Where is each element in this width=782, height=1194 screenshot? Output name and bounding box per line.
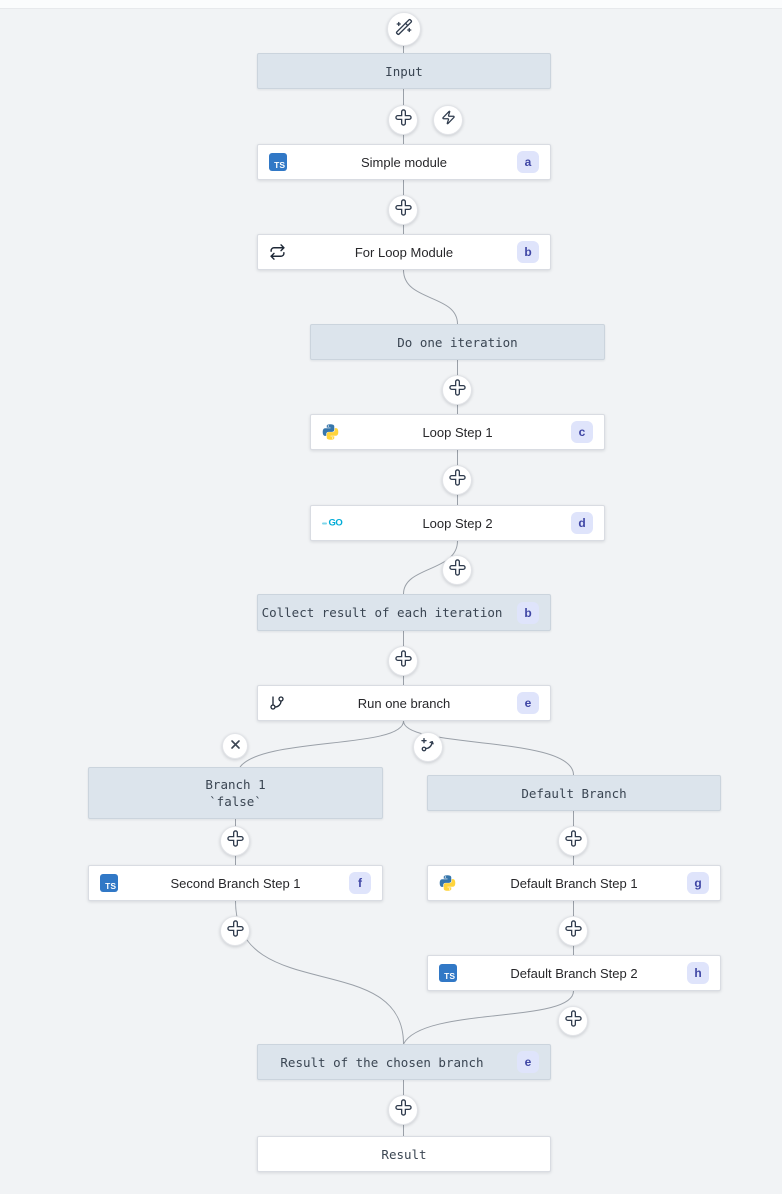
plus-icon — [394, 109, 412, 131]
plus-icon — [448, 559, 466, 581]
typescript-icon: TS — [100, 874, 118, 892]
step-id-badge: e — [517, 692, 539, 714]
node-label: Result of the chosen branch — [280, 1054, 484, 1070]
node-label: Second Branch Step 1 — [170, 875, 301, 891]
add-step-button[interactable] — [442, 465, 472, 495]
step-id-badge: b — [517, 241, 539, 263]
node-label: Loop Step 2 — [422, 515, 493, 531]
node-collect-result[interactable]: Collect result of each iteration b — [257, 594, 551, 631]
node-label: Result — [381, 1146, 427, 1162]
add-step-button[interactable] — [220, 916, 250, 946]
remove-branch-button[interactable] — [222, 733, 248, 759]
node-label: Default Branch Step 2 — [510, 965, 638, 981]
add-step-button[interactable] — [388, 195, 418, 225]
node-result-of-chosen-branch[interactable]: Result of the chosen branch e — [257, 1044, 551, 1080]
flow-edge — [403, 269, 458, 325]
step-id-badge: g — [687, 872, 709, 894]
flow-edge — [239, 720, 404, 768]
node-label: Simple module — [361, 154, 447, 170]
add-step-button[interactable] — [558, 1006, 588, 1036]
add-step-button[interactable] — [220, 826, 250, 856]
step-id-badge: f — [349, 872, 371, 894]
flow-edge — [235, 900, 404, 1045]
node-loop-step-1[interactable]: Loop Step 1 c — [310, 414, 605, 450]
node-run-one-branch[interactable]: Run one branch e — [257, 685, 551, 721]
branch-condition: `false` — [209, 794, 262, 809]
go-icon: GO — [322, 518, 343, 529]
repeat-icon — [269, 244, 286, 261]
git-branch-icon — [269, 695, 285, 711]
step-id-badge: d — [571, 512, 593, 534]
ai-flow-builder-button[interactable] — [387, 12, 421, 46]
add-step-button[interactable] — [388, 646, 418, 676]
plus-icon — [226, 830, 244, 852]
plus-icon — [564, 1010, 582, 1032]
node-branch-1[interactable]: Branch 1 `false` — [88, 767, 383, 819]
add-step-button[interactable] — [388, 1095, 418, 1125]
node-label: Run one branch — [357, 695, 451, 711]
node-label: Do one iteration — [397, 334, 518, 350]
plus-icon — [448, 469, 466, 491]
plus-icon — [448, 379, 466, 401]
step-id-badge: c — [571, 421, 593, 443]
plus-icon — [564, 830, 582, 852]
node-default-branch-step-2[interactable]: TS Default Branch Step 2 h — [427, 955, 721, 991]
branch-add-icon — [420, 737, 436, 758]
node-do-one-iteration[interactable]: Do one iteration — [310, 324, 605, 360]
node-label: For Loop Module — [354, 244, 454, 260]
node-label: Default Branch Step 1 — [510, 875, 638, 891]
plus-icon — [394, 650, 412, 672]
python-icon — [439, 875, 456, 892]
add-step-button[interactable] — [558, 916, 588, 946]
node-result[interactable]: Result — [257, 1136, 551, 1172]
node-label: Collect result of each iteration — [261, 605, 503, 620]
wand-sparkles-icon — [395, 18, 413, 41]
add-step-button[interactable] — [442, 375, 472, 405]
add-step-button[interactable] — [388, 105, 418, 135]
node-loop-step-2[interactable]: GO Loop Step 2 d — [310, 505, 605, 541]
step-id-badge: e — [517, 1051, 539, 1073]
node-default-branch-step-1[interactable]: Default Branch Step 1 g — [427, 865, 721, 901]
typescript-icon: TS — [269, 153, 287, 171]
python-icon — [322, 424, 339, 441]
typescript-icon: TS — [439, 964, 457, 982]
node-label: Loop Step 1 — [422, 424, 493, 440]
node-for-loop-module[interactable]: For Loop Module b — [257, 234, 551, 270]
add-branch-button[interactable] — [413, 732, 443, 762]
plus-icon — [226, 920, 244, 942]
node-second-branch-step-1[interactable]: TS Second Branch Step 1 f — [88, 865, 383, 901]
branch-label: Branch 1 — [205, 777, 266, 792]
node-simple-module[interactable]: TS Simple module a — [257, 144, 551, 180]
node-default-branch[interactable]: Default Branch — [427, 775, 721, 811]
branch-label: Default Branch — [521, 785, 627, 801]
x-icon — [230, 737, 241, 755]
add-step-button[interactable] — [558, 826, 588, 856]
step-id-badge: a — [517, 151, 539, 173]
plus-icon — [394, 1099, 412, 1121]
plus-icon — [394, 199, 412, 221]
flow-edge — [403, 990, 574, 1045]
zap-icon — [441, 110, 456, 130]
plus-icon — [564, 920, 582, 942]
step-id-badge: h — [687, 962, 709, 984]
step-id-badge: b — [517, 601, 539, 624]
node-label: Input — [385, 63, 423, 79]
node-input[interactable]: Input — [257, 53, 551, 89]
top-border-strip — [0, 0, 782, 9]
add-trigger-button[interactable] — [433, 105, 463, 135]
add-step-button[interactable] — [442, 555, 472, 585]
